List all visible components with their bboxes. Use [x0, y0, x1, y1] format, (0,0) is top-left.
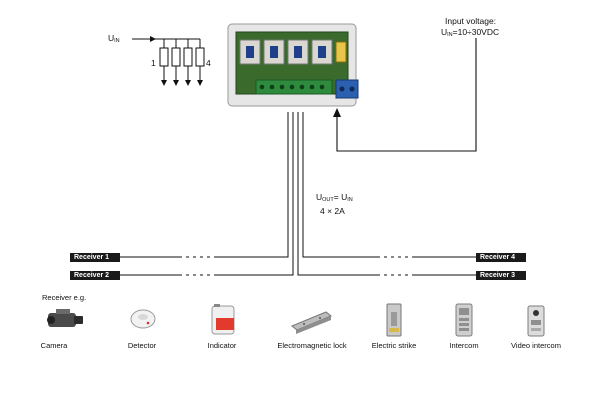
detector-icon — [130, 309, 156, 329]
input-wire — [336, 38, 477, 152]
power-module-board — [227, 23, 359, 107]
device-label-video-intercom: Video intercom — [511, 341, 561, 350]
input-arrow — [333, 108, 341, 117]
input-voltage-range: UIN=10÷30VDC — [441, 27, 500, 38]
receiver-4-label: Receiver 4 — [476, 253, 526, 262]
video-intercom-icon — [527, 305, 545, 337]
output-voltage-equation: UOUT= UIN — [316, 192, 353, 203]
output-wires — [118, 112, 478, 276]
camera-icon — [47, 309, 83, 327]
device-label-detector: Detector — [127, 341, 157, 350]
output-current-rating: 4 × 2A — [320, 206, 345, 216]
device-label-electromagnetic-lock: Electromagnetic lock — [277, 341, 347, 350]
device-label-camera: Camera — [40, 341, 68, 350]
electromagnetic-lock-icon — [291, 311, 332, 334]
receiver-2-label: Receiver 2 — [70, 271, 120, 280]
schematic-first-index: 1 — [151, 58, 156, 68]
receiver-3-label: Receiver 3 — [476, 271, 526, 280]
receiver-examples-title: Receiver e.g. — [42, 293, 87, 302]
device-label-electric-strike: Electric strike — [371, 341, 417, 350]
fuse-distribution-symbol — [132, 36, 205, 86]
schematic-input-label: UIN — [108, 33, 120, 44]
indicator-icon — [211, 304, 235, 335]
wire-breaks — [182, 255, 412, 277]
receiver-1-label: Receiver 1 — [70, 253, 120, 262]
electric-strike-icon — [386, 303, 402, 337]
device-label-indicator: Indicator — [207, 341, 237, 350]
input-voltage-title: Input voltage: — [445, 16, 497, 26]
schematic-last-index: 4 — [206, 58, 211, 68]
device-label-intercom: Intercom — [449, 341, 479, 350]
intercom-icon — [455, 303, 473, 337]
